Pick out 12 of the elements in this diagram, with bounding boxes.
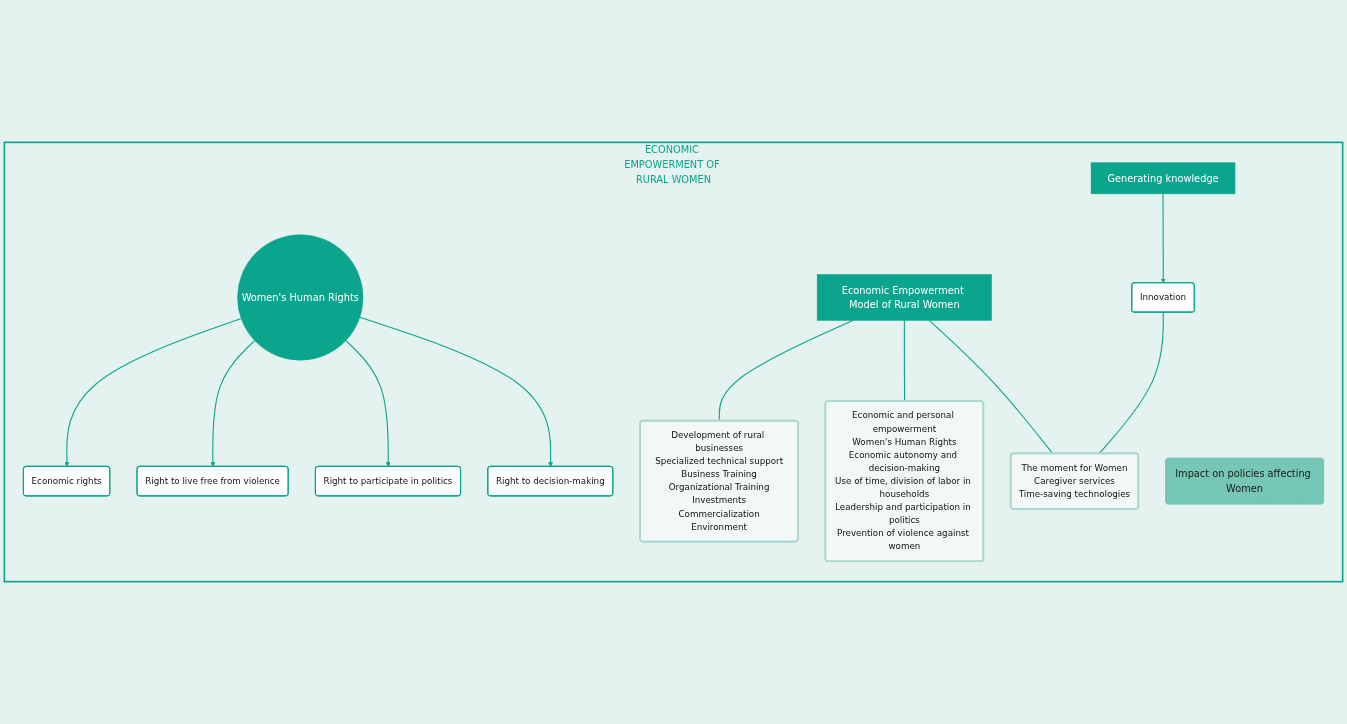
- arrow: [210, 340, 256, 467]
- connector: [928, 319, 1054, 455]
- node-box: Economic Empowerment Model of Rural Women: [816, 274, 992, 321]
- connector: [1098, 311, 1164, 455]
- arrow: [1160, 193, 1166, 284]
- arrow: [64, 317, 242, 467]
- node-box: Generating knowledge: [1090, 162, 1236, 195]
- connector: [718, 319, 854, 422]
- node-circle: Women's Human Rights: [237, 234, 364, 361]
- connector: [903, 319, 906, 402]
- arrow: [345, 340, 391, 467]
- arrow: [359, 316, 553, 467]
